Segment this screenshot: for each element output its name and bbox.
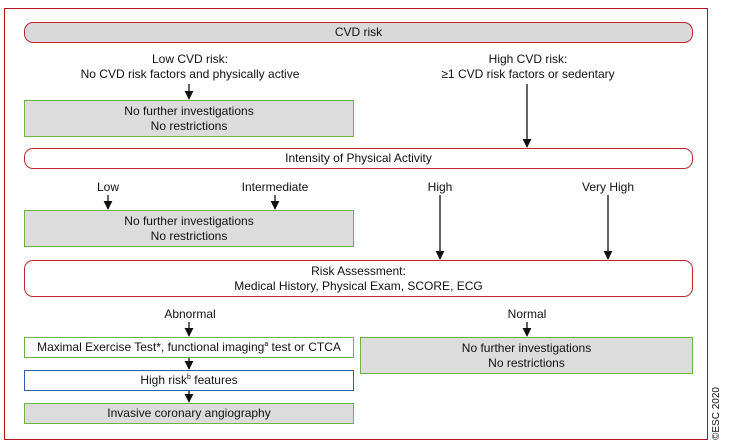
intensity-of-physical-activity-box: Intensity of Physical Activity (24, 148, 693, 169)
no-further-investigations-box-2: No further investigations No restriction… (24, 210, 354, 247)
cvd-risk-label: CVD risk (334, 25, 383, 39)
normal-label: Normal (507, 307, 547, 321)
level-high: High (427, 180, 453, 194)
high-risk-features-box: High riskb features (24, 370, 354, 391)
intensity-label: Intensity of Physical Activity (285, 151, 432, 165)
low-cvd-risk-label: Low CVD risk: No CVD risk factors and ph… (80, 52, 300, 81)
exercise-test-box: Maximal Exercise Test*, functional imagi… (24, 337, 354, 358)
invasive-coronary-angiography-box: Invasive coronary angiography (24, 403, 354, 424)
level-very-high: Very High (581, 180, 635, 194)
abnormal-label: Abnormal (164, 307, 216, 321)
high-cvd-risk-label: High CVD risk: ≥1 CVD risk factors or se… (441, 52, 615, 81)
level-low: Low (96, 180, 119, 194)
figure-frame (4, 8, 708, 440)
no-further-investigations-box-3: No further investigations No restriction… (360, 337, 693, 374)
risk-assessment-box: Risk Assessment: Medical History, Physic… (24, 260, 693, 297)
no-further-investigations-box-1: No further investigations No restriction… (24, 100, 354, 137)
level-intermediate: Intermediate (241, 180, 309, 194)
copyright-notice: ©ESC 2020 (711, 387, 722, 440)
cvd-risk-box: CVD risk (24, 22, 693, 43)
